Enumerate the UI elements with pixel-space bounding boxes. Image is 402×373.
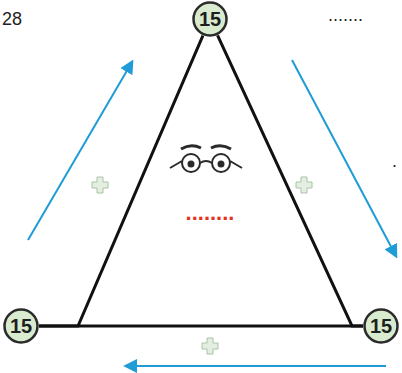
triangle-side bbox=[39, 36, 203, 326]
number-circle: 15 bbox=[3, 308, 39, 344]
circle-number: 15 bbox=[370, 316, 392, 336]
question-number: 28 bbox=[2, 10, 22, 28]
circle-number: 15 bbox=[10, 316, 32, 336]
direction-arrow bbox=[28, 62, 132, 240]
face-glasses bbox=[170, 146, 242, 172]
answer-blank: ........ bbox=[186, 202, 235, 224]
plus-symbol bbox=[202, 338, 218, 354]
circle-shape bbox=[5, 310, 38, 343]
plus-symbol bbox=[296, 177, 312, 193]
circle-shape bbox=[365, 310, 398, 343]
number-circle: 15 bbox=[192, 1, 228, 37]
triangle-side bbox=[218, 35, 363, 326]
plus-symbol bbox=[92, 177, 108, 193]
answer-blank: ....... bbox=[328, 6, 363, 24]
number-circle: 15 bbox=[363, 308, 399, 344]
direction-arrow bbox=[126, 365, 386, 367]
circle-number: 15 bbox=[199, 9, 221, 29]
triangle-side bbox=[39, 325, 363, 328]
answer-blank: . bbox=[392, 152, 397, 170]
circle-shape bbox=[194, 3, 227, 36]
